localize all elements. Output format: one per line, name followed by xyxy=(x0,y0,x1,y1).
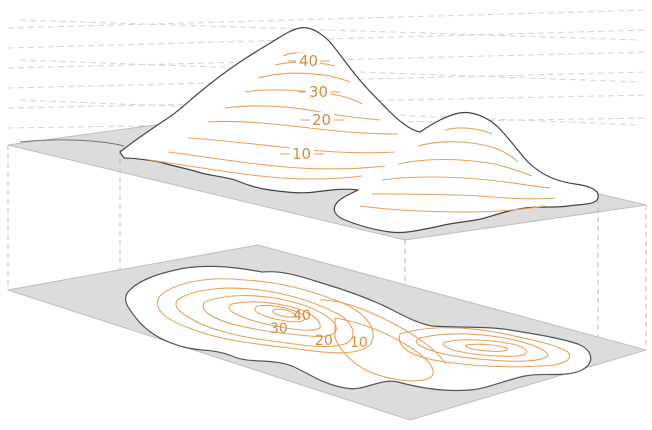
map-label-20: 20 xyxy=(315,333,333,349)
terrain-label-20: 20 xyxy=(312,111,331,129)
map-label-30: 30 xyxy=(270,321,288,337)
terrain-label-10: 10 xyxy=(292,145,311,163)
terrain-label-40: 40 xyxy=(299,52,318,70)
map-label-40: 40 xyxy=(293,308,311,324)
terrain-label-30: 30 xyxy=(309,83,328,101)
terrain-mountain xyxy=(120,28,598,233)
map-label-10: 10 xyxy=(350,335,368,351)
